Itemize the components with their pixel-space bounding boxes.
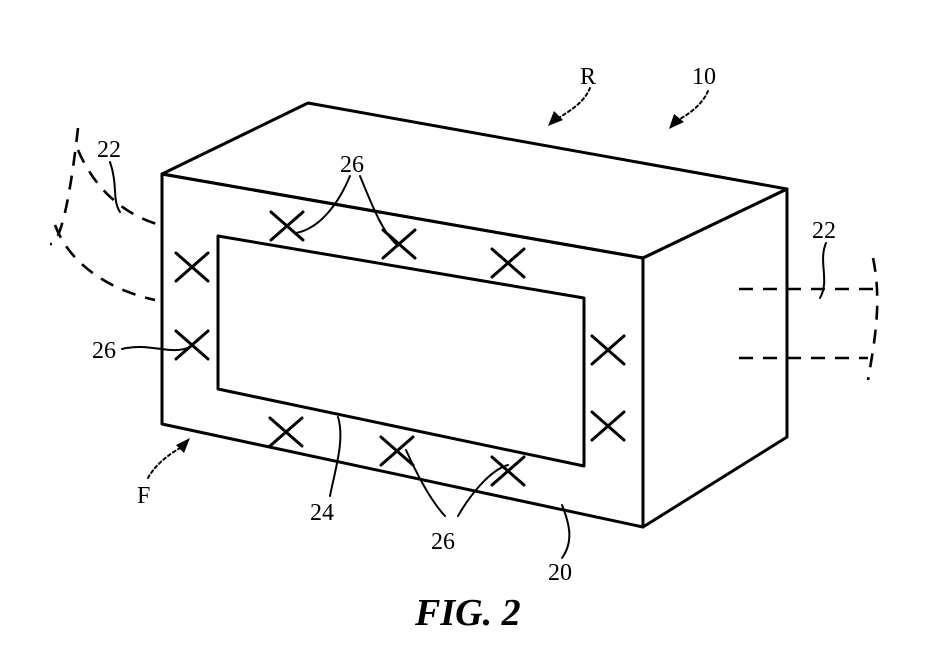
box-front-face	[160, 172, 645, 529]
cross-marker	[268, 416, 304, 448]
leader-26-top-a	[295, 175, 351, 234]
label-24: 24	[310, 500, 334, 526]
label-f: F	[137, 483, 150, 509]
arrow-head-icon	[669, 114, 684, 129]
label-20: 20	[548, 560, 572, 586]
label-22-right: 22	[812, 218, 836, 244]
arrow-r	[548, 87, 591, 126]
cross-markers	[174, 210, 626, 487]
label-26-bottom: 26	[431, 529, 455, 555]
arrow-f	[147, 438, 190, 479]
cross-marker	[490, 455, 526, 487]
front-window	[216, 234, 586, 468]
leader-26-top-b	[359, 175, 399, 247]
label-26-left: 26	[92, 338, 116, 364]
cross-marker	[269, 210, 305, 242]
leader-26-bottom-b	[457, 464, 509, 517]
cross-marker	[379, 435, 415, 467]
leader-lines	[109, 161, 827, 559]
label-22-left: 22	[97, 137, 121, 163]
arrow-head-icon	[548, 111, 563, 126]
cross-marker	[174, 251, 210, 283]
label-10: 10	[692, 64, 716, 90]
box-body	[160, 101, 789, 529]
leader-24	[329, 416, 342, 497]
arrow-head-icon	[176, 438, 190, 453]
leader-22-right	[819, 242, 827, 299]
box-side-face	[641, 187, 789, 529]
leader-22-left	[109, 161, 121, 213]
arrow-10	[669, 90, 709, 129]
leader-26-left	[121, 345, 191, 352]
cross-marker	[590, 410, 626, 442]
leader-26-bottom-a	[405, 449, 446, 517]
leader-20	[561, 504, 571, 559]
dashed-connector-right	[739, 257, 879, 381]
cross-marker	[490, 247, 526, 279]
label-26-top: 26	[340, 152, 364, 178]
dashed-connector-left	[49, 127, 161, 302]
label-r: R	[580, 64, 596, 90]
cross-marker	[174, 329, 210, 361]
cross-marker	[590, 334, 626, 366]
figure-caption: FIG. 2	[414, 592, 521, 634]
